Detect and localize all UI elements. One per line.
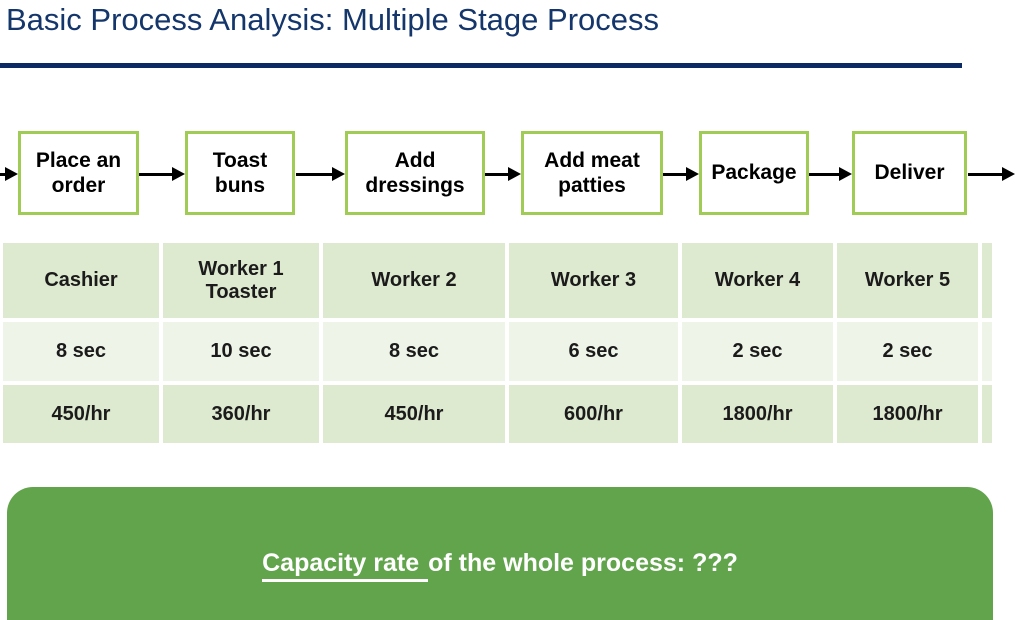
table-header-cell: Worker 3 (509, 243, 678, 318)
arrow-right-icon (663, 167, 699, 181)
flow-step-place-order: Place an order (18, 131, 139, 215)
flow-step-toast-buns: Toast buns (185, 131, 295, 215)
capacity-rate-underlined-text: Capacity rate (262, 549, 429, 582)
table-cell-seconds (982, 322, 992, 381)
table-cell-rate: 1800/hr (837, 385, 978, 443)
flow-step-add-meat-patties: Add meat patties (521, 131, 663, 215)
table-header-cell: Worker 1 Toaster (163, 243, 319, 318)
table-cell-seconds: 2 sec (837, 322, 978, 381)
table-header-cell: Cashier (3, 243, 159, 318)
flow-step-label: Deliver (874, 161, 945, 185)
flow-step-label: Add dressings (365, 148, 465, 197)
arrow-right-icon (0, 167, 18, 181)
flow-step-package: Package (699, 131, 809, 215)
table-cell-rate: 360/hr (163, 385, 319, 443)
arrow-right-icon (139, 167, 185, 181)
table-cell-seconds: 10 sec (163, 322, 319, 381)
table-cell-seconds: 2 sec (682, 322, 833, 381)
table-cell-rate (982, 385, 992, 443)
flow-step-deliver: Deliver (852, 131, 967, 215)
table-cell-rate: 1800/hr (682, 385, 833, 443)
capacity-question-rest: of the whole process: ??? (428, 549, 738, 577)
table-header-cell (982, 243, 992, 318)
arrow-right-icon (296, 167, 345, 181)
table-cell-seconds: 6 sec (509, 322, 678, 381)
arrow-right-icon (968, 167, 1015, 181)
flow-step-label: Place an order (35, 148, 122, 197)
arrow-right-icon (809, 167, 852, 181)
table-header-cell: Worker 2 (323, 243, 505, 318)
table-cell-rate: 450/hr (323, 385, 505, 443)
flow-step-label: Package (711, 161, 797, 185)
flow-step-label: Add meat patties (544, 148, 640, 197)
table-header-cell: Worker 5 (837, 243, 978, 318)
flow-step-add-dressings: Add dressings (345, 131, 485, 215)
title-underline-rule (0, 63, 962, 68)
table-cell-seconds: 8 sec (3, 322, 159, 381)
flow-step-label: Toast buns (212, 148, 268, 197)
table-header-cell: Worker 4 (682, 243, 833, 318)
table-cell-seconds: 8 sec (323, 322, 505, 381)
stage-table: Cashier Worker 1 Toaster Worker 2 Worker… (3, 243, 992, 443)
arrow-right-icon (484, 167, 521, 181)
table-cell-rate: 600/hr (509, 385, 678, 443)
page-title: Basic Process Analysis: Multiple Stage P… (6, 2, 659, 37)
table-cell-rate: 450/hr (3, 385, 159, 443)
